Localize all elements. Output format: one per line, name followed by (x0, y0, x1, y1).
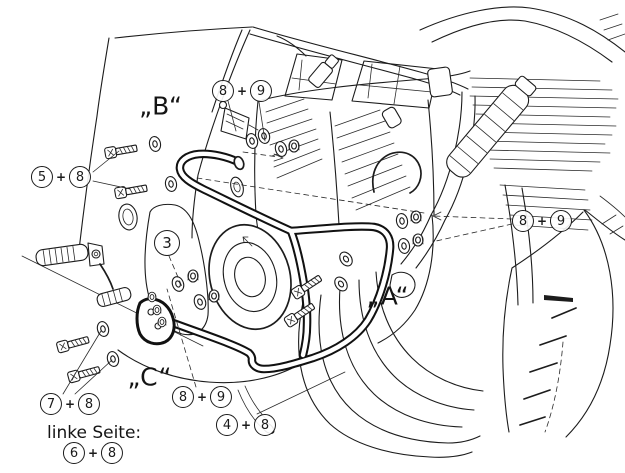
part-number-circle: 6 (62, 442, 85, 464)
plus-sign: + (55, 170, 67, 184)
part-number-circle: 9 (550, 210, 573, 232)
part-number-circle: 8 (171, 386, 194, 408)
callout-8-9-top: 8 + 9 (211, 80, 273, 102)
part-number-circle: 8 (101, 442, 124, 464)
part-number-circle: 7 (39, 393, 62, 415)
callout-5-8: 5 + 8 (30, 166, 92, 188)
front-fork (446, 75, 537, 306)
crash-bar (135, 149, 395, 374)
plus-sign: + (196, 390, 208, 404)
callout-7-8: 7 + 8 (39, 393, 101, 415)
section-label-c: „C“ (127, 362, 173, 392)
part-number-circle: 8 (211, 80, 234, 102)
callout-4-8: 4 + 8 (215, 414, 277, 436)
plus-sign: + (240, 418, 252, 432)
section-label-a: „A“ (366, 281, 410, 311)
section-label-b: „B“ (139, 91, 183, 121)
part-number-circle: 4 (215, 414, 238, 436)
note-linke-seite: linke Seite: (47, 423, 142, 443)
part-number-circle: 8 (254, 414, 277, 436)
plus-sign: + (87, 446, 99, 460)
engine (118, 13, 625, 344)
leader-lines (62, 100, 513, 415)
callout-8-9-right: 8 + 9 (511, 210, 573, 232)
front-fender (502, 195, 625, 438)
callout-8-9-bottom: 8 + 9 (171, 386, 233, 408)
part-number-circle: 3 (154, 230, 180, 256)
plus-sign: + (236, 84, 248, 98)
plus-sign: + (64, 397, 76, 411)
plus-sign: + (536, 214, 548, 228)
part-number-circle: 8 (69, 166, 92, 188)
part-number-circle: 5 (30, 166, 53, 188)
part-number-circle: 9 (210, 386, 233, 408)
part-number-circle: 8 (511, 210, 534, 232)
part-number-circle: 8 (78, 393, 101, 415)
callout-3: 3 (154, 230, 180, 256)
callout-6-8: 6 + 8 (62, 442, 124, 464)
part-number-circle: 9 (250, 80, 273, 102)
